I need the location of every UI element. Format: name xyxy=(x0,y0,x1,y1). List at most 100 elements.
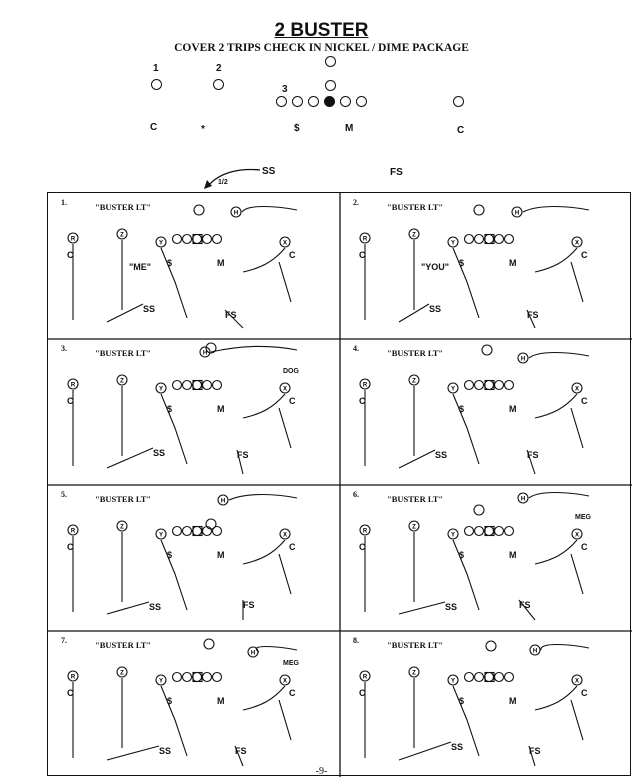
receiver-letter: R xyxy=(71,528,76,534)
receiver-number-2: 2 xyxy=(216,63,222,74)
defender-tag-c: C xyxy=(581,688,588,698)
route-line xyxy=(534,539,578,565)
lineman-circle xyxy=(171,379,183,391)
receiver-circle xyxy=(447,528,459,540)
defender-tag-c: C xyxy=(359,542,366,552)
lineman-circle xyxy=(463,525,475,537)
route-line xyxy=(452,247,480,319)
route-line xyxy=(160,393,188,465)
receiver-number-1: 1 xyxy=(153,63,159,74)
defender-tag-c: C xyxy=(359,396,366,406)
defender-tag-me: "ME" xyxy=(129,262,152,272)
receiver-letter: Y xyxy=(451,386,455,392)
lineman-circle xyxy=(473,233,485,245)
grid-lines xyxy=(48,193,632,777)
lineman-circle xyxy=(171,525,183,537)
receiver-letter: H xyxy=(203,350,207,356)
defender-path xyxy=(518,599,536,621)
defender-tag-m: M xyxy=(217,258,225,268)
defender-tag-fs: FS xyxy=(527,310,539,320)
lineman-circle xyxy=(211,233,223,245)
defender-path xyxy=(106,447,154,469)
page-subtitle: COVER 2 TRIPS CHECK IN NICKEL / DIME PAC… xyxy=(174,42,469,54)
defender-tag-c: C xyxy=(581,396,588,406)
center-box xyxy=(483,525,495,537)
defender-path xyxy=(526,309,536,329)
receiver-circle xyxy=(279,236,291,248)
route-line xyxy=(160,539,188,611)
receiver-letter: X xyxy=(283,240,287,246)
receiver-letter: Y xyxy=(451,532,455,538)
lineman-circle xyxy=(171,671,183,683)
receiver-circle xyxy=(511,206,523,218)
receiver-circle xyxy=(279,382,291,394)
receiver-letter: Z xyxy=(412,524,416,530)
center-box xyxy=(192,233,203,245)
defender-path xyxy=(224,309,244,329)
receiver-circle xyxy=(155,382,167,394)
receiver-circle xyxy=(359,232,371,244)
center-box xyxy=(484,379,495,391)
receiver-letter: Z xyxy=(120,524,124,530)
receiver-circle xyxy=(279,528,291,540)
defender-tag-dollar: $ xyxy=(459,550,465,560)
receiver-letter: H xyxy=(521,356,525,362)
receiver-circle xyxy=(279,674,291,686)
quarterback-circle xyxy=(473,504,485,516)
receiver-circle xyxy=(155,528,167,540)
receiver-letter: Z xyxy=(412,232,416,238)
defender-tag-m: M xyxy=(509,404,517,414)
label-fs: FS xyxy=(390,167,403,178)
route-line xyxy=(160,247,188,319)
defender-tag-c: C xyxy=(67,688,74,698)
defender-path xyxy=(570,261,584,303)
route-line xyxy=(534,247,578,273)
defender-path xyxy=(398,601,446,615)
receiver-letter: Y xyxy=(159,240,163,246)
receiver-circle xyxy=(359,670,371,682)
receiver-letter: R xyxy=(363,674,368,680)
receiver-circle xyxy=(67,524,79,536)
lineman-circle xyxy=(201,525,213,537)
route-line xyxy=(242,247,286,273)
defender-tag-c: C xyxy=(581,250,588,260)
defender-tag-c: C xyxy=(289,250,296,260)
route-line xyxy=(242,539,286,565)
defender-c-right: C xyxy=(457,125,465,136)
receiver-circle xyxy=(408,374,420,386)
lineman-circle xyxy=(211,671,223,683)
receiver-circle xyxy=(155,674,167,686)
receiver-circle xyxy=(155,236,167,248)
quarterback-circle xyxy=(205,342,217,354)
receiver-letter: R xyxy=(71,236,76,242)
panel-number: 7. xyxy=(61,636,67,645)
receiver-circle xyxy=(359,524,371,536)
defender-tag-ss: SS xyxy=(451,742,464,752)
defender-tag-fs: FS xyxy=(519,600,531,610)
label-half: 1/2 xyxy=(218,179,228,186)
route-line xyxy=(522,206,590,213)
route-line xyxy=(160,685,188,757)
receiver-letter: Y xyxy=(159,678,163,684)
defender-tag-c: C xyxy=(289,688,296,698)
defender-dollar: $ xyxy=(294,123,300,134)
defender-tag-ss: SS xyxy=(445,602,458,612)
defender-tag-meg: MEG xyxy=(575,514,591,521)
receiver-letter: H xyxy=(521,496,525,502)
lineman-circle xyxy=(463,671,475,683)
center-box xyxy=(192,379,203,391)
defender-tag-m: M xyxy=(217,696,225,706)
lineman-circle xyxy=(340,96,351,107)
defender-tag-dollar: $ xyxy=(167,404,173,414)
ss-rotation-arrow xyxy=(204,168,261,189)
defender-tag-ss: SS xyxy=(149,602,162,612)
route-line xyxy=(528,351,590,359)
defender-tag-dollar: $ xyxy=(459,404,465,414)
receiver-letter: X xyxy=(575,532,579,538)
lineman-circle xyxy=(493,525,505,537)
receiver-circle xyxy=(213,79,224,90)
